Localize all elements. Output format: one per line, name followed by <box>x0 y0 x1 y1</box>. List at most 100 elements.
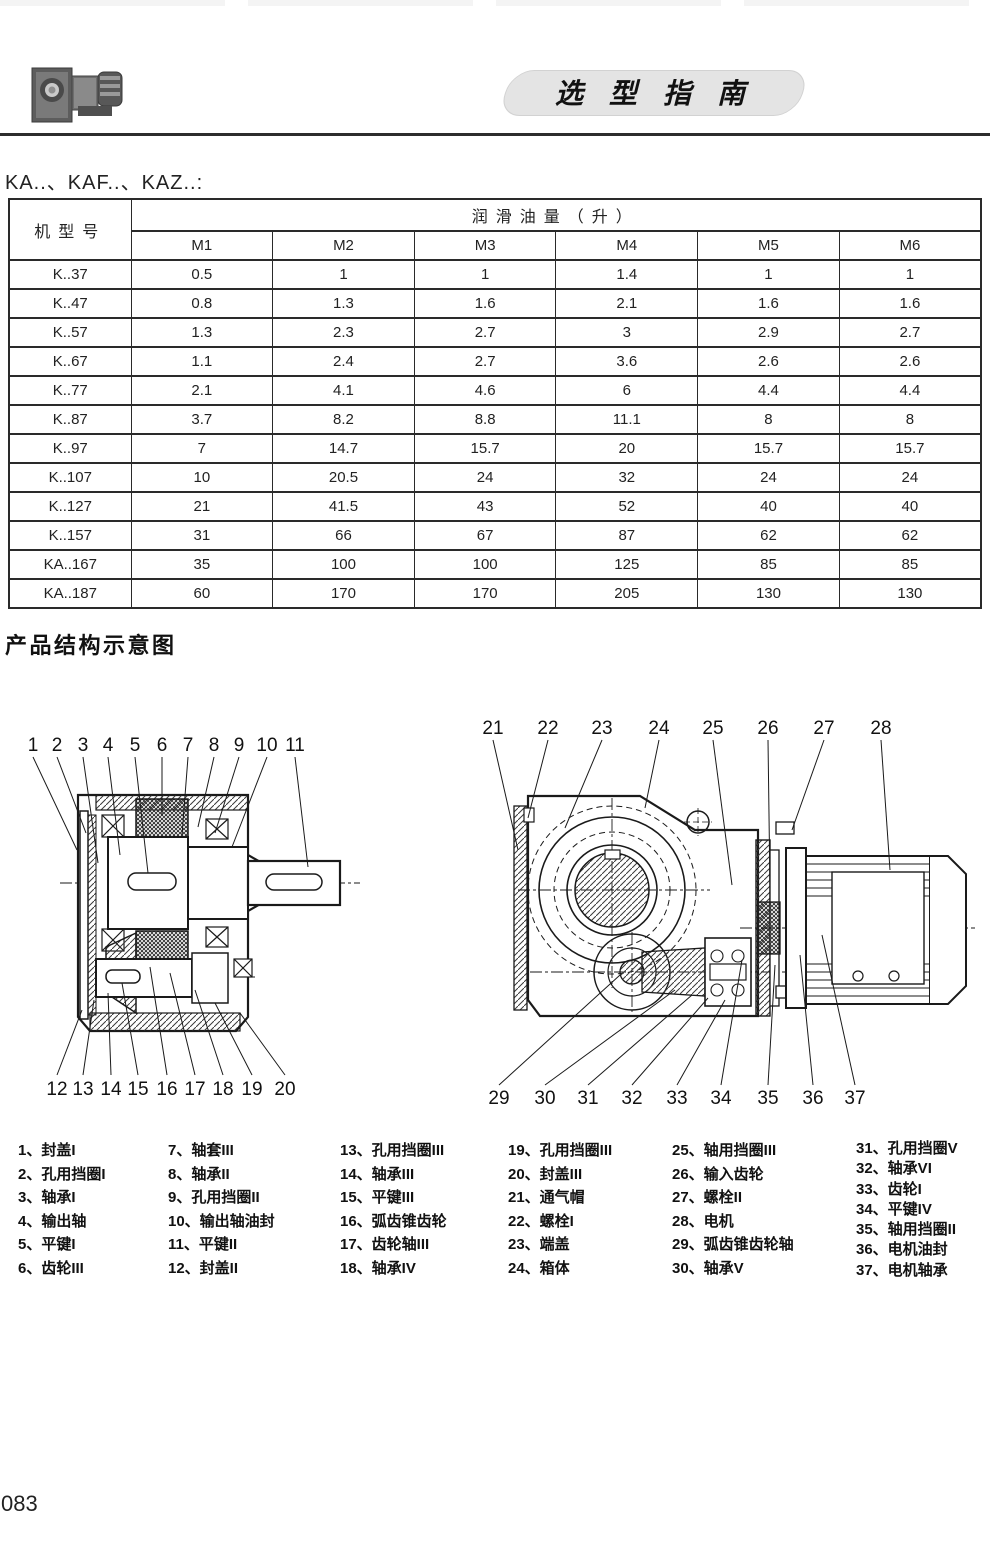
part-item: 18、轴承IV <box>340 1259 416 1277</box>
cell: 1 <box>272 259 415 290</box>
callout-31: 31 <box>577 1088 598 1109</box>
part-item: 26、输入齿轮 <box>672 1165 764 1183</box>
cell: 2.9 <box>697 317 840 348</box>
diagram-section-title: 产品结构示意图 <box>5 633 177 658</box>
cell: 170 <box>272 578 415 609</box>
col-header: M1 <box>130 230 274 261</box>
part-item: 9、孔用挡圈II <box>168 1189 260 1206</box>
part-item: 12、封盖II <box>168 1259 239 1277</box>
callout-14: 14 <box>100 1079 122 1100</box>
part-item: 31、孔用挡圈V <box>856 1140 958 1157</box>
top-strip <box>0 0 990 6</box>
cell: 60 <box>130 578 274 609</box>
part-item: 16、弧齿锥齿轮 <box>340 1212 447 1230</box>
callout-23: 23 <box>591 718 612 739</box>
callout-2: 2 <box>52 735 63 756</box>
cell: 100 <box>272 549 415 580</box>
cell: 0.8 <box>130 288 274 319</box>
left-callouts: 1 2 3 4 5 6 7 8 9 10 11 12 13 14 15 16 1… <box>28 735 305 1100</box>
callout-11: 11 <box>285 735 305 756</box>
callout-12: 12 <box>46 1079 67 1100</box>
callout-29: 29 <box>488 1088 509 1109</box>
cell: 1.6 <box>838 288 982 319</box>
model-cell: K..157 <box>8 520 132 551</box>
parts-column-3: 13、孔用挡圈III 14、轴承III 15、平键III 16、弧齿锥齿轮 17… <box>340 1139 447 1280</box>
part-item: 11、平键II <box>168 1236 238 1253</box>
callout-26: 26 <box>757 718 778 739</box>
left-leader-lines <box>32 756 309 1076</box>
model-cell: KA..187 <box>8 578 132 609</box>
cell: 1 <box>838 259 982 290</box>
model-cell: K..57 <box>8 317 132 348</box>
callout-32: 32 <box>621 1088 642 1109</box>
part-item: 22、螺栓I <box>508 1212 574 1230</box>
callout-4: 4 <box>103 735 114 756</box>
cell: 1.6 <box>413 288 557 319</box>
banner-title: 选型指南 <box>554 78 771 109</box>
cell: 10 <box>130 462 274 493</box>
cell: 8 <box>838 404 982 435</box>
callout-25: 25 <box>702 718 723 739</box>
cell: 2.6 <box>838 346 982 377</box>
callout-27: 27 <box>813 718 834 739</box>
cell: 67 <box>413 520 557 551</box>
part-item: 36、电机油封 <box>856 1241 948 1259</box>
part-item: 29、弧齿锥齿轮轴 <box>672 1236 794 1253</box>
cell: 15.7 <box>838 433 982 464</box>
cell: 2.3 <box>272 317 415 348</box>
part-item: 25、轴用挡圈III <box>672 1142 777 1159</box>
model-cell: K..127 <box>8 491 132 522</box>
right-callouts: 21 22 23 24 25 26 27 28 29 30 31 32 33 3… <box>482 718 891 1109</box>
cell: 62 <box>697 520 840 551</box>
cell: 8.2 <box>272 404 415 435</box>
cell: 66 <box>272 520 415 551</box>
callout-30: 30 <box>534 1088 555 1109</box>
cell: 43 <box>413 491 557 522</box>
cell: 20.5 <box>272 462 415 493</box>
callout-24: 24 <box>648 718 670 739</box>
part-item: 2、孔用挡圈I <box>18 1165 106 1183</box>
cell: 2.1 <box>130 375 274 406</box>
cell: 1 <box>697 259 840 290</box>
cell: 31 <box>130 520 274 551</box>
cell: 1 <box>413 259 557 290</box>
callout-33: 33 <box>666 1088 687 1109</box>
cell: 40 <box>697 491 840 522</box>
cell: 4.6 <box>413 375 557 406</box>
model-cell: K..87 <box>8 404 132 435</box>
cell: 4.4 <box>838 375 982 406</box>
cell: 2.7 <box>413 317 557 348</box>
cell: 1.4 <box>555 259 699 290</box>
part-item: 15、平键III <box>340 1189 415 1206</box>
callout-16: 16 <box>156 1079 177 1100</box>
callout-22: 22 <box>537 718 558 739</box>
left-diagram-drawing <box>60 793 360 1033</box>
col-header: M2 <box>272 230 415 261</box>
part-item: 30、轴承V <box>672 1259 744 1277</box>
callout-17: 17 <box>184 1079 205 1100</box>
part-item: 21、通气帽 <box>508 1189 585 1206</box>
cell: 3.7 <box>130 404 274 435</box>
model-cell: K..47 <box>8 288 132 319</box>
callout-8: 8 <box>209 735 220 756</box>
cell: 62 <box>838 520 982 551</box>
model-cell: KA..167 <box>8 549 132 580</box>
part-item: 13、孔用挡圈III <box>340 1142 445 1159</box>
cell: 130 <box>697 578 840 609</box>
cell: 205 <box>555 578 699 609</box>
part-item: 10、输出轴油封 <box>168 1212 275 1230</box>
callout-1: 1 <box>28 735 39 756</box>
cell: 1.3 <box>130 317 274 348</box>
table-group-header-row: 机型号 润滑油量（升） <box>8 198 982 261</box>
gearmotor-photo <box>30 60 134 126</box>
